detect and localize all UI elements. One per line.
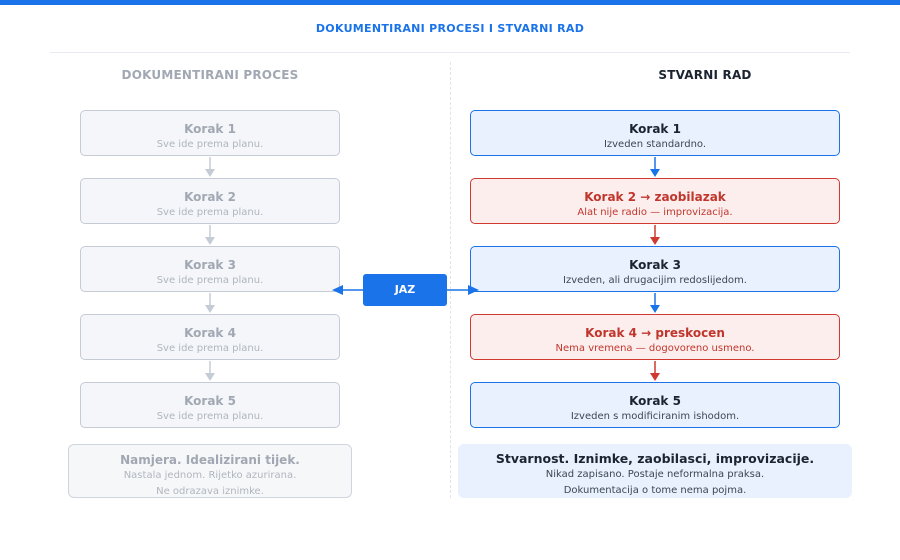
summary-line-1: Nikad zapisano. Postaje neformalna praks… <box>545 469 765 480</box>
actual-step-4-deviation: Korak 4 → preskocen Nema vremena — dogov… <box>470 314 840 360</box>
documented-summary: Namjera. Idealizirani tijek. Nastala jed… <box>68 444 352 498</box>
title-divider <box>50 52 850 53</box>
step-title: Korak 1 <box>184 122 236 136</box>
top-accent-bar <box>0 0 900 5</box>
actual-step-3: Korak 3 Izveden, ali drugacijim redoslij… <box>470 246 840 292</box>
actual-step-2-deviation: Korak 2 → zaobilazak Alat nije radio — i… <box>470 178 840 224</box>
summary-line-2: Ne odrazava iznimke. <box>156 486 264 497</box>
actual-work-heading: STVARNI RAD <box>658 68 752 82</box>
step-subtitle: Izveden s modificiranim ishodom. <box>570 411 740 422</box>
step-subtitle: Izveden, ali drugacijim redoslijedom. <box>563 275 747 286</box>
actual-summary: Stvarnost. Iznimke, zaobilasci, improviz… <box>458 444 852 498</box>
step-title: Korak 1 <box>629 122 681 136</box>
actual-step-1: Korak 1 Izveden standardno. <box>470 110 840 156</box>
step-title: Korak 5 <box>184 394 236 408</box>
step-subtitle: Sve ide prema planu. <box>156 411 264 422</box>
step-title: Korak 3 <box>629 258 681 272</box>
documented-step-4: Korak 4 Sve ide prema planu. <box>80 314 340 360</box>
summary-title: Namjera. Idealizirani tijek. <box>120 453 300 467</box>
actual-step-5: Korak 5 Izveden s modificiranim ishodom. <box>470 382 840 428</box>
documented-step-2: Korak 2 Sve ide prema planu. <box>80 178 340 224</box>
step-subtitle: Sve ide prema planu. <box>156 343 264 354</box>
step-subtitle: Sve ide prema planu. <box>156 275 264 286</box>
summary-line-1: Nastala jednom. Rijetko azurirana. <box>123 470 297 481</box>
documented-step-1: Korak 1 Sve ide prema planu. <box>80 110 340 156</box>
step-subtitle: Sve ide prema planu. <box>156 139 264 150</box>
step-subtitle: Sve ide prema planu. <box>156 207 264 218</box>
step-subtitle: Izveden standardno. <box>603 139 707 150</box>
documented-step-5: Korak 5 Sve ide prema planu. <box>80 382 340 428</box>
step-title: Korak 2 → zaobilazak <box>584 190 726 204</box>
step-subtitle: Alat nije radio — improvizacija. <box>577 207 733 218</box>
column-divider <box>450 62 451 498</box>
step-title: Korak 2 <box>184 190 236 204</box>
documented-process-heading: DOKUMENTIRANI PROCES <box>121 68 299 82</box>
summary-title: Stvarnost. Iznimke, zaobilasci, improviz… <box>495 451 815 466</box>
step-title: Korak 4 → preskocen <box>585 326 725 340</box>
step-title: Korak 5 <box>629 394 681 408</box>
gap-label: JAZ <box>363 274 447 306</box>
step-title: Korak 4 <box>184 326 236 340</box>
page-title: DOKUMENTIRANI PROCESI I STVARNI RAD <box>315 22 585 35</box>
documented-step-3: Korak 3 Sve ide prema planu. <box>80 246 340 292</box>
step-title: Korak 3 <box>184 258 236 272</box>
summary-line-2: Dokumentacija o tome nema pojma. <box>563 485 747 496</box>
step-subtitle: Nema vremena — dogovoreno usmeno. <box>555 343 755 354</box>
